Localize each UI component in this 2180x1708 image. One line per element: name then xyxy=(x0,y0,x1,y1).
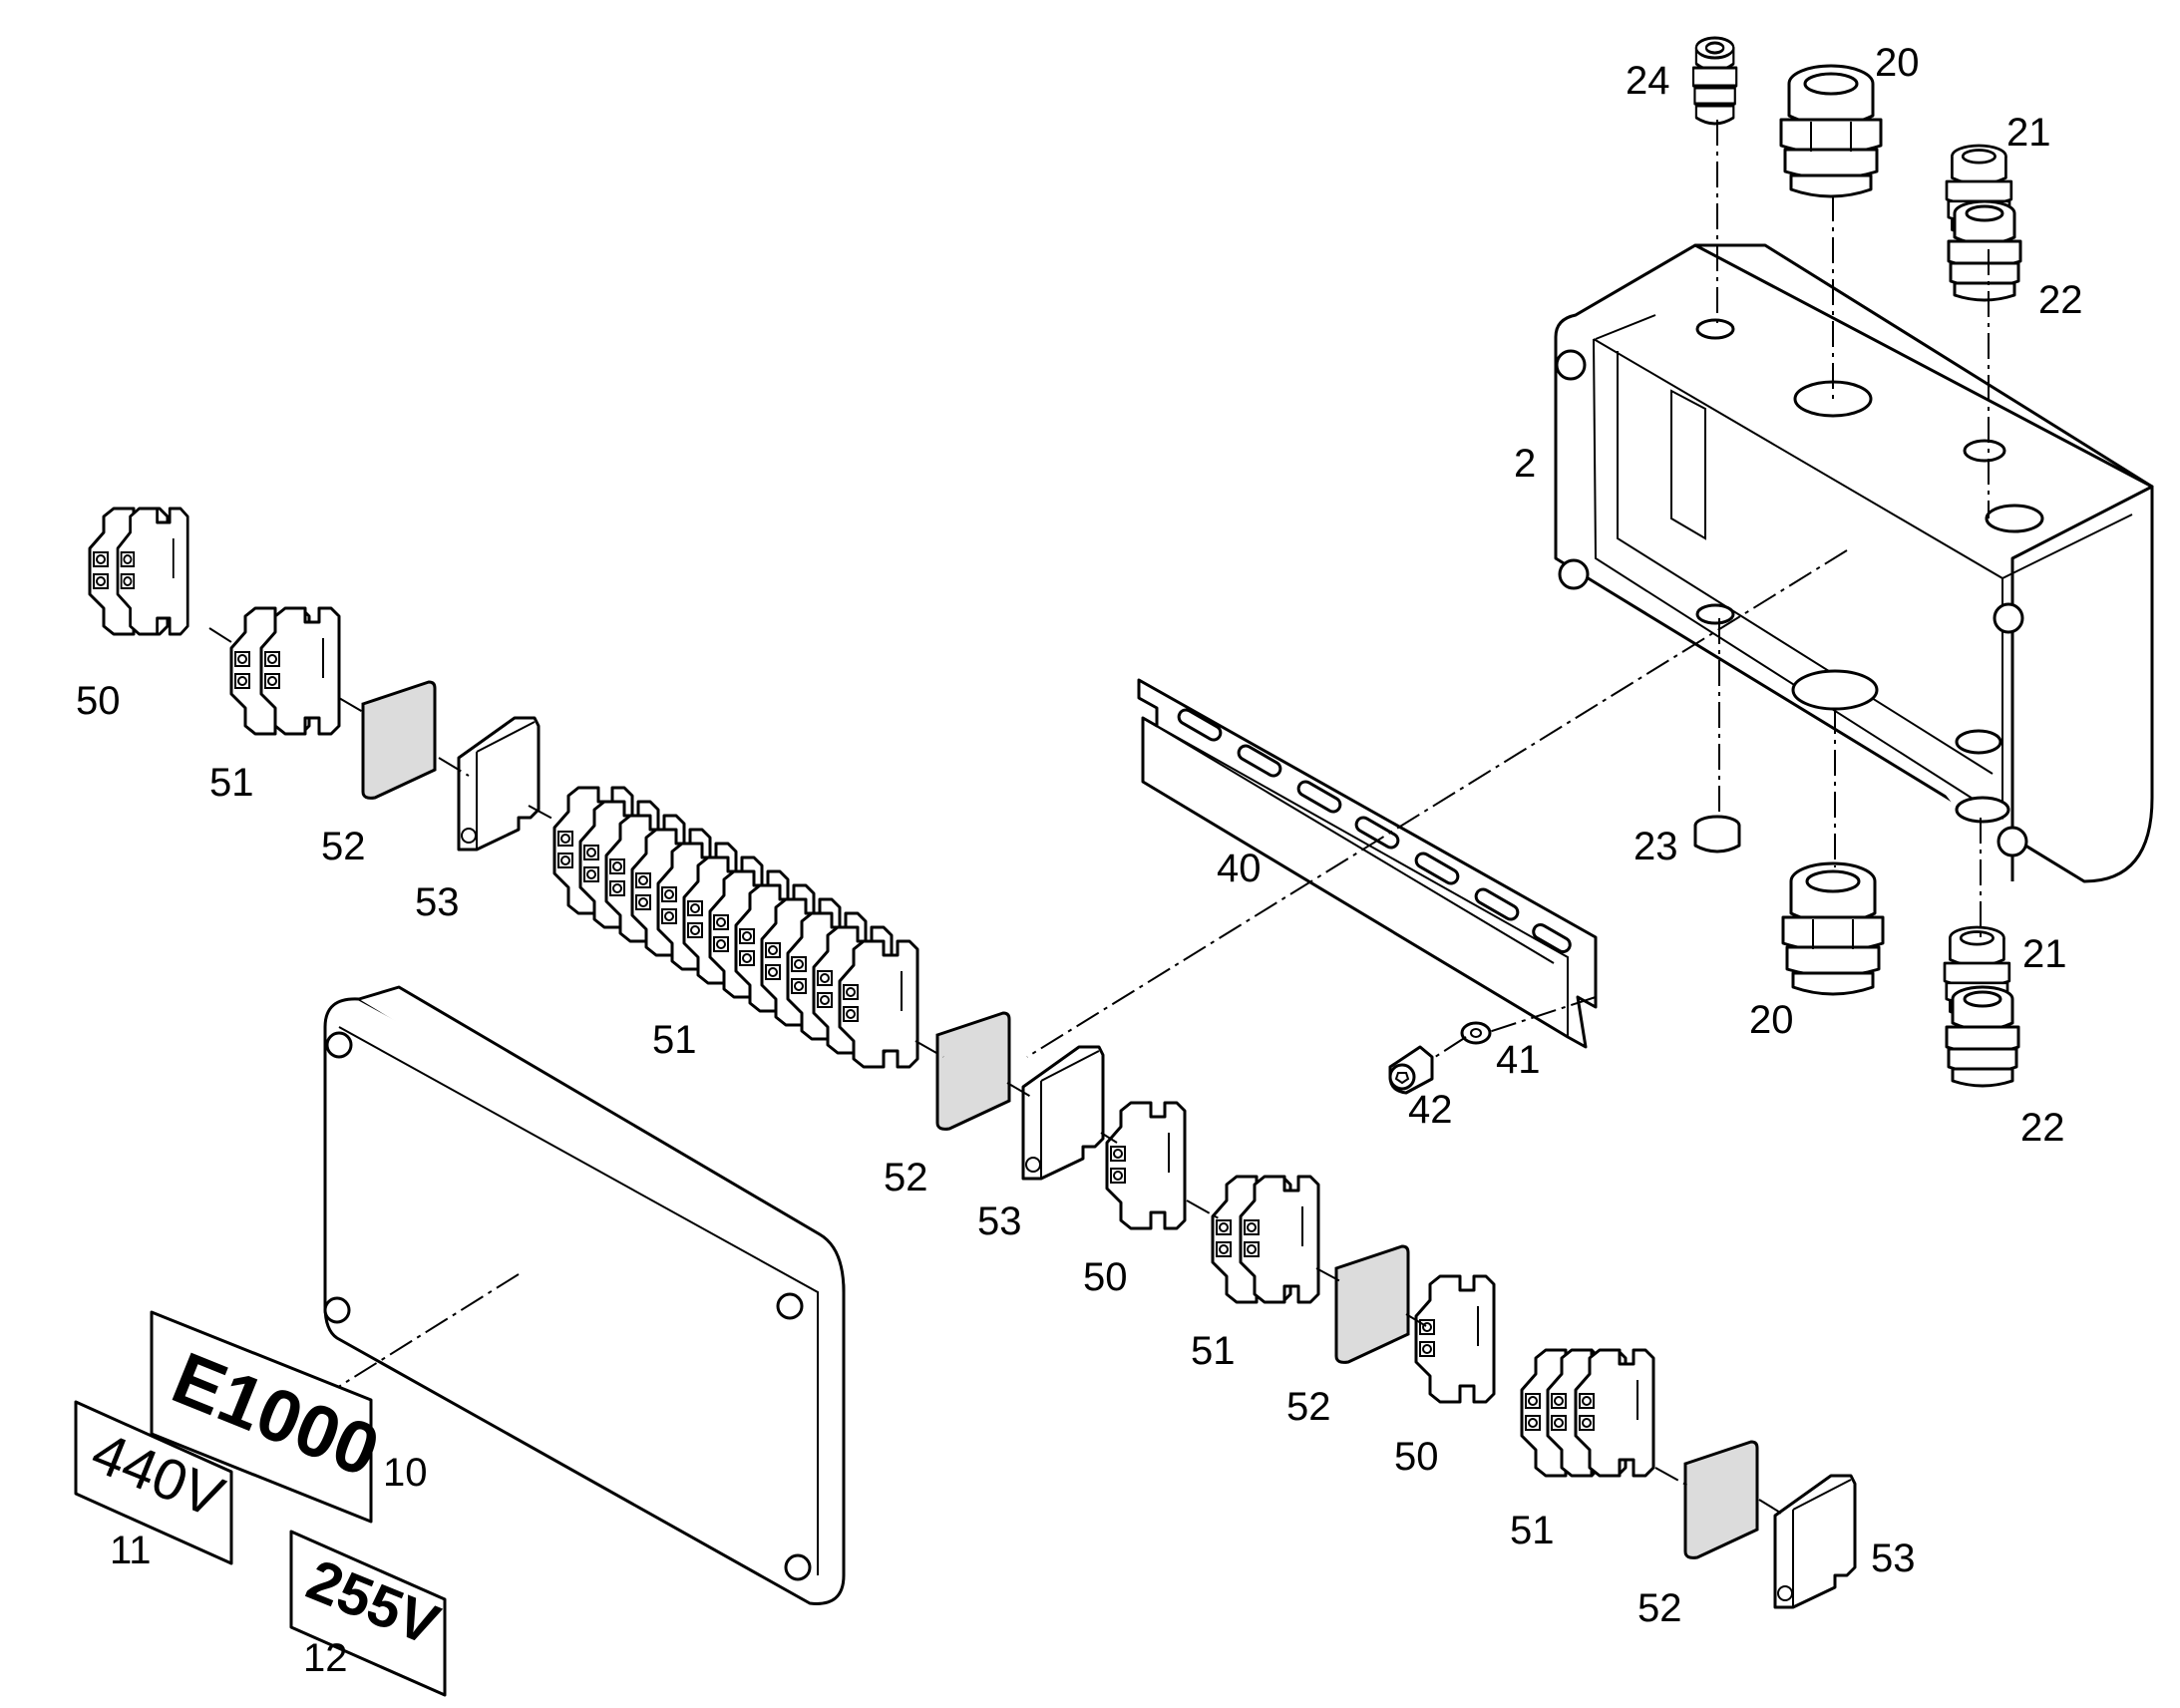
callout-50-right: 50 xyxy=(1394,1435,1439,1479)
callout-2: 2 xyxy=(1514,442,1536,486)
end-cap-53-far xyxy=(1773,1474,1857,1609)
terminal-51-left xyxy=(229,606,341,736)
cable-gland-22-top xyxy=(1947,199,2022,302)
callout-52-far: 52 xyxy=(1637,1586,1682,1630)
partition-52-mid xyxy=(935,1011,1011,1131)
terminal-block-51-main xyxy=(552,786,919,1069)
callout-42: 42 xyxy=(1408,1088,1453,1132)
callout-52-left: 52 xyxy=(321,825,366,868)
enclosure-lid xyxy=(323,985,846,1605)
plug-23 xyxy=(1693,815,1741,854)
callout-51-mid: 51 xyxy=(1191,1329,1236,1373)
callout-24: 24 xyxy=(1626,59,1670,103)
callout-20-top: 20 xyxy=(1875,41,1920,85)
terminal-51-right xyxy=(1520,1348,1655,1478)
cable-gland-22-bottom xyxy=(1945,985,2020,1088)
callout-labels: 2 10 11 12 20 20 21 21 22 22 23 24 40 41… xyxy=(76,41,2083,1680)
callout-50-mid: 50 xyxy=(1083,1255,1128,1299)
callout-52-right: 52 xyxy=(1286,1385,1331,1429)
callout-53-far: 53 xyxy=(1871,1537,1916,1580)
cable-gland-20-top xyxy=(1779,64,1883,198)
din-rail xyxy=(1137,678,1598,1049)
cable-gland-24 xyxy=(1691,36,1738,126)
partition-52-left xyxy=(361,680,437,800)
callout-40: 40 xyxy=(1217,847,1262,890)
terminal-51-mid xyxy=(1211,1175,1320,1304)
partition-52-right xyxy=(1334,1244,1410,1364)
callout-23: 23 xyxy=(1634,825,1678,868)
end-terminal-50-right xyxy=(1414,1274,1496,1404)
end-cap-53-mid xyxy=(1021,1045,1105,1181)
callout-10: 10 xyxy=(383,1451,428,1495)
end-cap-53-left xyxy=(457,716,541,852)
callout-21-top: 21 xyxy=(2006,111,2051,155)
callout-12: 12 xyxy=(303,1636,348,1680)
callout-22-top: 22 xyxy=(2038,278,2083,322)
callout-21-bottom: 21 xyxy=(2022,932,2067,976)
enclosure-box xyxy=(1554,243,2154,883)
end-terminal-50-left xyxy=(88,507,189,636)
callout-50-left: 50 xyxy=(76,679,121,723)
assembly-axes xyxy=(208,120,1990,1517)
callout-52-mid: 52 xyxy=(884,1156,928,1199)
callout-20-bottom: 20 xyxy=(1749,998,1794,1042)
callout-51-right: 51 xyxy=(1510,1509,1555,1552)
callout-41: 41 xyxy=(1496,1038,1541,1082)
callout-11: 11 xyxy=(110,1529,152,1572)
screw xyxy=(1388,1045,1434,1095)
callout-53-mid: 53 xyxy=(977,1199,1022,1243)
partition-52-far xyxy=(1683,1440,1759,1559)
callout-51-left: 51 xyxy=(209,761,254,805)
callout-51-main: 51 xyxy=(652,1018,697,1062)
end-terminal-50-mid xyxy=(1105,1101,1187,1230)
callout-22-bottom: 22 xyxy=(2020,1106,2065,1150)
callout-53-left: 53 xyxy=(415,880,460,924)
cable-gland-20-bottom xyxy=(1781,861,1885,996)
washer xyxy=(1460,1021,1492,1045)
